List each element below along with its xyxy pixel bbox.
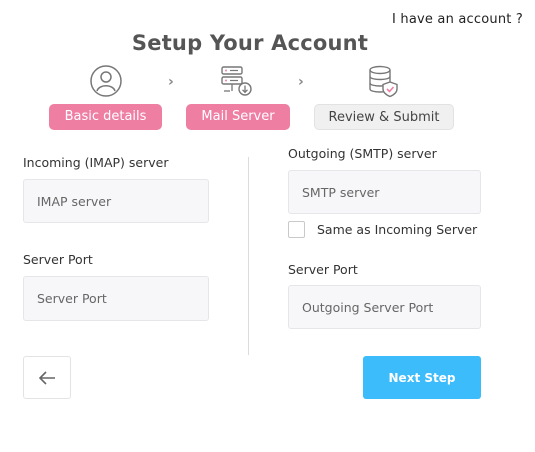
- same-as-incoming-label[interactable]: Same as Incoming Server: [317, 222, 478, 237]
- column-divider: [248, 157, 249, 355]
- back-button[interactable]: [23, 356, 71, 399]
- step-basic-details[interactable]: Basic details: [49, 104, 162, 130]
- incoming-port-input[interactable]: [23, 276, 209, 321]
- database-check-icon: [369, 65, 398, 98]
- have-account-link[interactable]: I have an account ?: [392, 12, 523, 27]
- server-download-icon: [221, 66, 252, 96]
- chevron-right-icon: ›: [168, 74, 174, 90]
- incoming-port-label: Server Port: [23, 252, 93, 267]
- imap-server-input[interactable]: [23, 179, 209, 223]
- outgoing-port-input[interactable]: [288, 285, 481, 329]
- same-as-incoming-checkbox[interactable]: [288, 221, 305, 238]
- page-title: Setup Your Account: [131, 31, 369, 55]
- next-step-button[interactable]: Next Step: [363, 356, 481, 399]
- step-mail-server[interactable]: Mail Server: [186, 104, 290, 130]
- incoming-server-label: Incoming (IMAP) server: [23, 155, 169, 170]
- outgoing-server-label: Outgoing (SMTP) server: [288, 146, 437, 161]
- user-circle-icon: [90, 65, 122, 97]
- outgoing-port-label: Server Port: [288, 262, 358, 277]
- chevron-right-icon: ›: [298, 74, 304, 90]
- step-review-submit[interactable]: Review & Submit: [314, 104, 454, 130]
- smtp-server-input[interactable]: [288, 170, 481, 214]
- arrow-left-icon: [38, 370, 55, 385]
